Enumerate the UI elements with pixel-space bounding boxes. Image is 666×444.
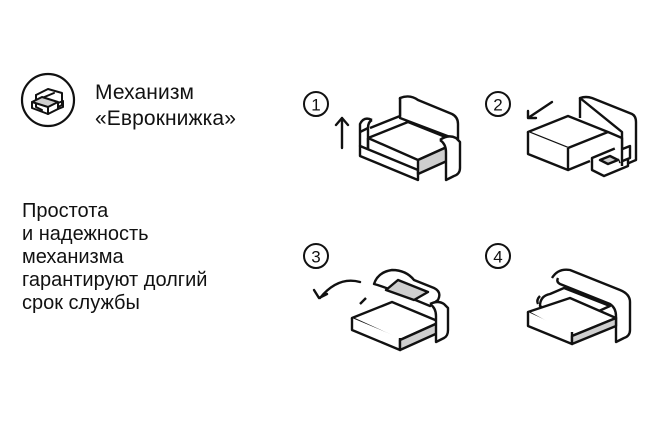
description-line: Простота (22, 200, 109, 222)
description-line: срок службы (22, 292, 140, 314)
step-number: 2 (493, 96, 502, 115)
description-line: гарантируют долгий (22, 269, 208, 291)
step-4: 4 (485, 243, 632, 346)
step-number-badge: 1 (303, 91, 329, 117)
step-number-badge: 4 (485, 243, 511, 269)
description: Простота и надежность механизма гарантир… (22, 200, 207, 315)
page-title: Механизм «Еврокнижка» (95, 80, 236, 132)
step-number: 4 (493, 248, 502, 267)
step-3: 3 (303, 243, 450, 352)
step-1: 1 (303, 91, 462, 182)
step-number-badge: 3 (303, 243, 329, 269)
step-number: 1 (311, 96, 320, 115)
title-line-1: Механизм (95, 81, 195, 104)
sofa-folded-icon (358, 95, 462, 182)
sofa-unfolding-icon (350, 268, 450, 352)
sofa-pulled-out-icon (526, 95, 638, 178)
sofa-bed-unfolded-icon (526, 268, 632, 346)
sofa-logo-icon (20, 72, 76, 128)
curved-arrow-icon (312, 279, 362, 300)
arrow-up-icon (334, 116, 350, 150)
step-2: 2 (485, 91, 638, 178)
description-line: и надежность (22, 223, 149, 245)
arrow-down-left-icon (526, 100, 554, 120)
step-number: 3 (311, 248, 320, 267)
title-line-2: «Еврокнижка» (95, 107, 236, 130)
step-number-badge: 2 (485, 91, 511, 117)
description-line: механизма (22, 246, 124, 268)
